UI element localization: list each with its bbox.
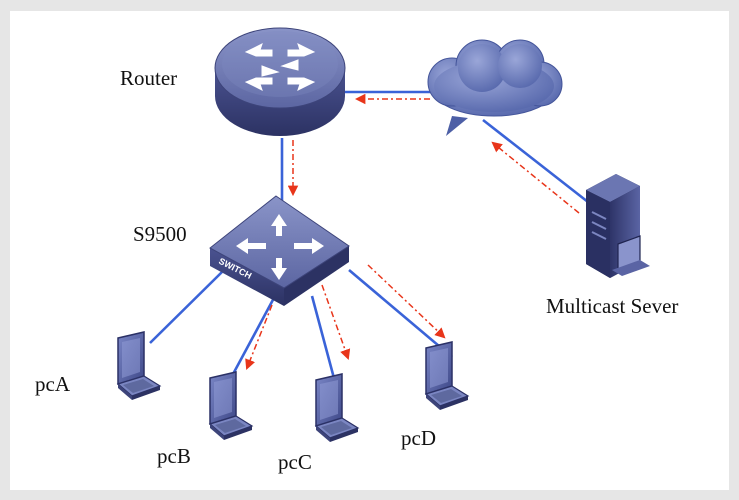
flow-switch-to-pcB xyxy=(245,304,273,370)
pcC-label: pcC xyxy=(278,450,312,474)
link-switch-pcC xyxy=(310,295,337,383)
pcD-label: pcD xyxy=(401,426,436,450)
switch-icon: SWITCH xyxy=(209,195,350,306)
pcD-laptop-icon xyxy=(425,341,469,411)
switch-label: S9500 xyxy=(133,222,187,246)
cloud-icon xyxy=(427,39,563,136)
pcA-label: pcA xyxy=(35,372,70,396)
link-switch-pcA xyxy=(149,271,223,344)
link-cloud-server xyxy=(482,118,589,204)
router-label: Router xyxy=(120,66,178,90)
link-switch-pcD xyxy=(348,269,453,358)
router-icon xyxy=(214,27,346,136)
pcB-label: pcB xyxy=(157,444,191,468)
flow-switch-to-pcC xyxy=(321,284,351,360)
multicast-flow xyxy=(245,93,580,370)
links xyxy=(149,90,589,383)
flow-server-to-cloud xyxy=(491,141,580,214)
server-icon xyxy=(586,174,650,278)
flow-switch-to-pcD xyxy=(367,264,446,339)
pcA-laptop-icon xyxy=(117,331,161,401)
pcB-laptop-icon xyxy=(209,371,253,441)
link-switch-pcB xyxy=(230,295,277,377)
server-label: Multicast Sever xyxy=(546,294,679,318)
pcC-laptop-icon xyxy=(315,373,359,443)
